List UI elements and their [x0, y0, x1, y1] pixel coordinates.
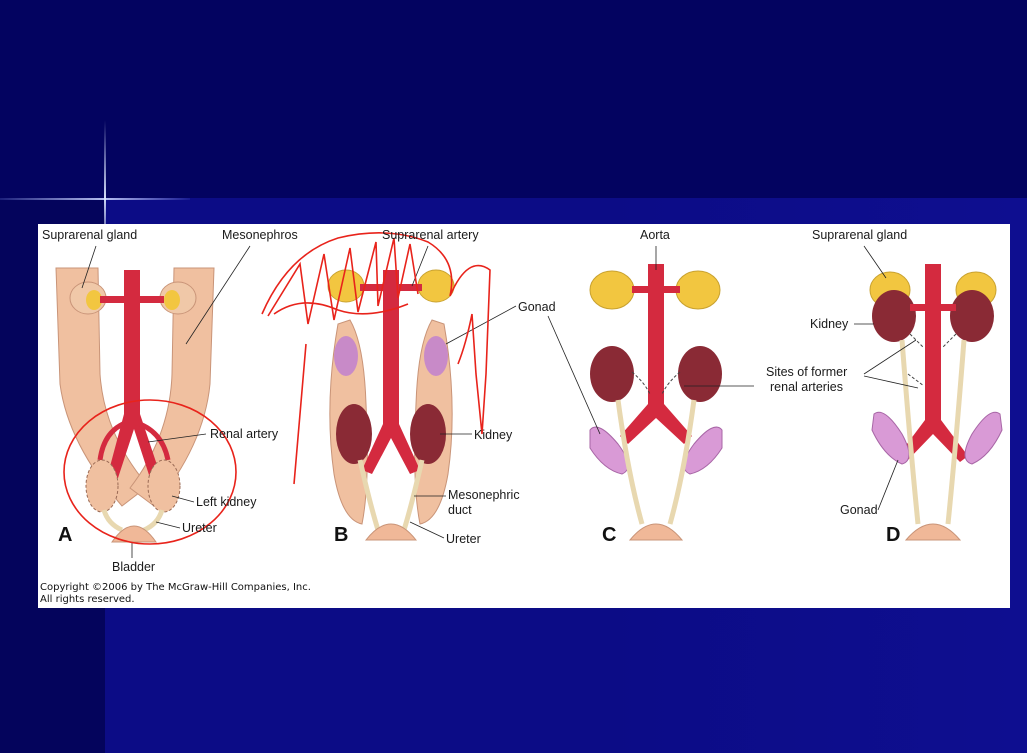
ureter-left-c [615, 399, 645, 525]
figure-drawing [55, 232, 1003, 558]
gonad-left-d [871, 411, 910, 465]
annotation-scribble-panel-b [261, 232, 491, 485]
dashed-former-arteries-d [907, 333, 957, 387]
bladder-d [904, 523, 962, 541]
suprarenal-artery-left-b [360, 284, 384, 291]
panel-b-drawing [327, 245, 517, 541]
label-sites-line2: renal arteries [770, 380, 843, 394]
renal-artery-left-d [910, 304, 926, 311]
renal-artery-left-a [97, 419, 129, 461]
annotation-circle-panel-a [63, 399, 237, 545]
bladder-c [628, 523, 684, 541]
gland-core-right-a [164, 290, 180, 310]
label-renal-artery: Renal artery [210, 427, 279, 441]
gland-core-left-a [86, 290, 102, 310]
label-kidney-b: Kidney [474, 428, 513, 442]
suprarenal-gland-left-c [589, 270, 635, 310]
bladder-b [364, 523, 418, 541]
ureter-left-b [357, 459, 381, 531]
panel-letter-b: B [334, 524, 349, 546]
label-sites-line1: Sites of former [766, 365, 848, 379]
suprarenal-gland-right-c [675, 270, 721, 310]
label-mesonephric-line2: duct [448, 503, 472, 517]
ureter-right-b [401, 459, 425, 531]
ureter-right-a [142, 509, 165, 533]
suprarenal-artery-right-c [662, 286, 680, 293]
leader-suprarenal-d [863, 245, 887, 279]
bladder-a [111, 525, 157, 543]
dashed-former-arteries-c [631, 371, 681, 395]
panel-d-drawing [854, 245, 1003, 541]
label-suprarenal-gland-d: Suprarenal gland [812, 228, 908, 242]
label-kidney-d: Kidney [810, 317, 849, 331]
ureter-right-d [945, 339, 967, 525]
sparkle-horizontal [0, 198, 190, 200]
label-gonad-b: Gonad [518, 300, 556, 314]
kidney-left-a [85, 459, 119, 513]
renal-artery-right-d [940, 304, 956, 311]
suprarenal-gland-left-b [327, 269, 365, 303]
label-suprarenal-gland-a: Suprarenal gland [42, 228, 138, 242]
suprarenal-artery-left-c [632, 286, 650, 293]
leader-mesonephros-a [185, 245, 251, 345]
label-aorta: Aorta [640, 228, 670, 242]
gonad-right-b [424, 336, 448, 376]
handwritten-annotation [63, 232, 491, 545]
ureter-left-d [899, 339, 921, 525]
suprarenal-gland-right-b [417, 269, 455, 303]
renal-artery-a [133, 419, 171, 461]
label-ureter-b: Ureter [446, 532, 481, 546]
leader-renal-artery [147, 433, 207, 443]
sparkle-vertical [104, 120, 106, 260]
kidney-ascent-figure: Suprarenal gland Mesonephros Suprarenal … [38, 224, 1010, 608]
leader-sites-d2 [863, 375, 919, 389]
panel-letter-a: A [58, 524, 73, 546]
label-suprarenal-artery: Suprarenal artery [382, 228, 479, 242]
kidney-right-b [410, 404, 446, 464]
leader-suprarenal-artery [411, 245, 429, 287]
copyright-line1: Copyright ©2006 by The McGraw-Hill Compa… [40, 582, 311, 593]
panel-letter-d: D [886, 524, 901, 546]
suprarenal-artery-left-a [100, 296, 126, 303]
label-left-kidney: Left kidney [196, 495, 257, 509]
suprarenal-artery-right-a [138, 296, 164, 303]
label-ureter-a: Ureter [182, 521, 217, 535]
leader-gonad-b [445, 305, 517, 345]
leader-sites-d1 [863, 339, 917, 375]
ureter-right-c [667, 399, 697, 525]
copyright-notice: Copyright ©2006 by The McGraw-Hill Compa… [40, 582, 311, 606]
aorta-c [620, 264, 692, 444]
label-bladder: Bladder [112, 560, 156, 574]
kidney-left-c [590, 346, 634, 402]
panel-c-drawing [547, 246, 754, 541]
leader-ureter-b [409, 521, 445, 539]
label-gonad-d: Gonad [840, 503, 878, 517]
panel-letter-c: C [602, 524, 617, 546]
gonad-left-b [334, 336, 358, 376]
aorta-b [362, 270, 420, 474]
leader-gonad-d [877, 459, 899, 511]
label-mesonephric-line1: Mesonephric [448, 488, 520, 502]
kidney-right-d [950, 290, 994, 342]
kidney-right-a [147, 459, 181, 513]
suprarenal-artery-right-b [398, 284, 422, 291]
leader-suprarenal-a [81, 245, 97, 289]
gonad-right-d [964, 411, 1003, 465]
kidney-right-c [678, 346, 722, 402]
label-mesonephros: Mesonephros [222, 228, 298, 242]
aorta-d [898, 264, 968, 462]
leader-left-kidney [171, 495, 195, 503]
leader-gonad-c [547, 315, 601, 435]
copyright-line2: All rights reserved. [40, 594, 135, 605]
kidney-left-b [336, 404, 372, 464]
kidney-left-d [872, 290, 916, 342]
leader-ureter-a [155, 521, 181, 529]
panel-a-drawing [55, 245, 251, 558]
slide-top-background [0, 0, 1027, 198]
ureter-left-a [101, 509, 124, 533]
